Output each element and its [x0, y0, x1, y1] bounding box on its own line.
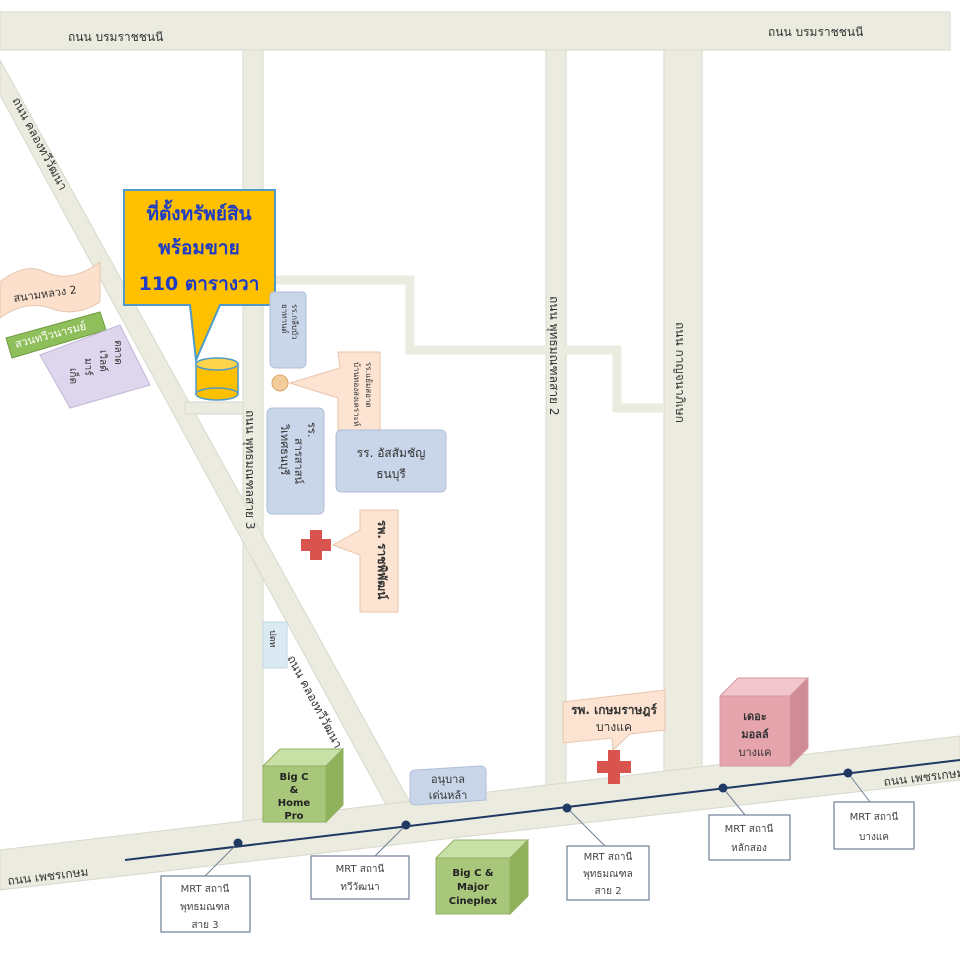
road-label-kanchanaphisek: ถนน กาญจนาภิเษก — [673, 322, 687, 423]
road-label-phutthamonthon-3: ถนน พุทธมณฑลสาย 3 — [242, 410, 257, 530]
svg-text:Pro: Pro — [284, 811, 303, 822]
svg-text:Home: Home — [278, 798, 311, 809]
svg-text:ยาทานด์: ยาทานด์ — [280, 304, 290, 334]
mrt-connector — [204, 842, 239, 877]
svg-text:รร.แย้มสอาด: รร.แย้มสอาด — [364, 362, 373, 408]
mrt-connector — [374, 824, 407, 857]
road-label-boromratchonnani-left: ถนน บรมราชชนนี — [68, 30, 163, 44]
svg-text:รพ. เกษมราษฎร์: รพ. เกษมราษฎร์ — [571, 703, 657, 717]
landmark-bigc-homepro: Big C & Home Pro — [261, 747, 345, 824]
svg-text:มาร์: มาร์ — [82, 358, 94, 376]
svg-text:รร.กลีบบัว: รร.กลีบบัว — [290, 304, 299, 340]
svg-text:เดอะ: เดอะ — [743, 710, 767, 723]
svg-text:หลักสอง: หลักสอง — [731, 843, 767, 854]
svg-text:MRT สถานี: MRT สถานี — [584, 851, 633, 863]
svg-text:ปตท: ปตท — [267, 630, 277, 648]
mrt-station-dot — [843, 768, 853, 778]
svg-text:มอลล์: มอลล์ — [741, 728, 769, 741]
road-phetkasem — [0, 735, 960, 891]
hospital-kasemrad-icon — [597, 750, 631, 784]
landmark-anuban-denla: อนุบาล เด่นหล้า — [409, 765, 487, 806]
svg-text:เวิลด์: เวิลด์ — [97, 350, 109, 372]
svg-text:พุทธมณฑล: พุทธมณฑล — [583, 869, 633, 880]
svg-text:สาย 3: สาย 3 — [191, 920, 218, 931]
landmark-world-market: ตลาด เวิลด์ มาร์ เก็ต — [39, 324, 151, 409]
svg-text:อนุบาล: อนุบาล — [431, 773, 465, 786]
mrt-station-dot — [401, 820, 411, 830]
mrt-box-bang-khae: MRT สถานี บางแค — [833, 801, 915, 850]
mrt-connector — [847, 772, 871, 803]
svg-text:ธนบุรี: ธนบุรี — [376, 467, 406, 482]
property-callout: ที่ตั้งทรัพย์สิน พร้อมขาย 110 ตารางวา — [123, 189, 276, 364]
svg-text:MRT สถานี: MRT สถานี — [181, 883, 230, 895]
svg-text:MRT สถานี: MRT สถานี — [725, 823, 774, 835]
landmark-hospital-ratchaphiphat: รพ. ราชพิพัฒน์ — [331, 509, 399, 613]
svg-text:วิเทศธนบุรี: วิเทศธนบุรี — [278, 423, 291, 475]
mrt-box-phutthamonthon-3: MRT สถานี พุทธมณฑล สาย 3 — [160, 875, 251, 933]
svg-text:Major: Major — [457, 882, 489, 893]
svg-text:MRT สถานี: MRT สถานี — [336, 863, 385, 875]
soi-connector — [263, 275, 664, 413]
mrt-station-dot — [233, 838, 243, 848]
mrt-box-lak-song: MRT สถานี หลักสอง — [708, 814, 791, 861]
svg-text:รพ. ราชพิพัฒน์: รพ. ราชพิพัฒน์ — [375, 520, 389, 600]
school-dot-icon — [271, 374, 289, 392]
svg-text:เด่นหล้า: เด่นหล้า — [429, 789, 468, 802]
mrt-connector — [722, 787, 746, 816]
landmark-hospital-kasemrad: รพ. เกษมราษฎร์ บางแค — [562, 689, 666, 752]
svg-text:บางแค: บางแค — [859, 832, 889, 843]
landmark-sanam-luang-2: สนามหลวง 2 — [0, 261, 101, 319]
svg-text:&: & — [290, 785, 299, 796]
landmark-school-small: รร.กลีบบัว ยาทานด์ — [269, 291, 307, 369]
property-title-line3: 110 ตารางวา — [139, 273, 260, 295]
road-label-boromratchonnani-right: ถนน บรมราชชนนี — [768, 25, 863, 39]
svg-text:ทวีวัฒนา: ทวีวัฒนา — [340, 881, 379, 893]
mrt-connector — [566, 807, 606, 847]
svg-text:สาย 2: สาย 2 — [594, 886, 621, 897]
svg-text:บ้านทองสงเคราะห์: บ้านทองสงเคราะห์ — [352, 362, 362, 426]
svg-text:Big C &: Big C & — [452, 868, 494, 879]
landmark-school-callout: รร.แย้มสอาด บ้านทองสงเคราะห์ — [288, 351, 381, 431]
svg-text:บางแค: บางแค — [739, 746, 772, 759]
road-boromratchonnani — [0, 11, 951, 51]
mrt-line — [124, 759, 960, 861]
landmark-the-mall-bangkhae: เดอะ มอลล์ บางแค — [718, 676, 810, 768]
landmark-ptt: ปตท — [262, 621, 288, 669]
mrt-box-thawi-watthana: MRT สถานี ทวีวัฒนา — [310, 855, 410, 900]
svg-text:รร. อัสสัมชัญ: รร. อัสสัมชัญ — [357, 446, 426, 460]
road-label-phutthamonthon-2: ถนน พุทธมณฑลสาย 2 — [546, 296, 561, 416]
svg-text:ตลาด: ตลาด — [112, 340, 123, 365]
svg-text:Big C: Big C — [279, 772, 308, 783]
soi-to-property — [184, 401, 244, 415]
svg-text:Cineplex: Cineplex — [449, 896, 498, 907]
property-title-line2: พร้อมขาย — [158, 237, 239, 259]
road-phutthamonthon-2 — [545, 49, 567, 801]
hospital-ratchaphiphat-icon — [301, 530, 331, 560]
mrt-station-dot — [562, 803, 572, 813]
svg-text:MRT สถานี: MRT สถานี — [850, 811, 899, 823]
mrt-box-phutthamonthon-2: MRT สถานี พุทธมณฑล สาย 2 — [566, 845, 650, 901]
landmark-school-sarasas: รร. สารสาสน์ วิเทศธนบุรี — [266, 407, 325, 515]
mrt-station-dot — [718, 783, 728, 793]
property-title-line1: ที่ตั้งทรัพย์สิน — [146, 199, 251, 225]
svg-text:พุทธมณฑล: พุทธมณฑล — [180, 902, 230, 913]
property-marker-icon — [195, 357, 239, 401]
landmark-bigc-major: Big C & Major Cineplex — [434, 838, 530, 916]
svg-text:สารสาสน์: สารสาสน์ — [292, 438, 305, 484]
road-label-khlong-thawi-top: ถนน คลองทวีวัฒนา — [9, 95, 70, 193]
landmark-assumption-thonburi: รร. อัสสัมชัญ ธนบุรี — [335, 429, 447, 493]
svg-text:บางแค: บางแค — [596, 720, 632, 734]
svg-text:รร.: รร. — [305, 422, 318, 437]
svg-text:เก็ต: เก็ต — [67, 368, 81, 384]
